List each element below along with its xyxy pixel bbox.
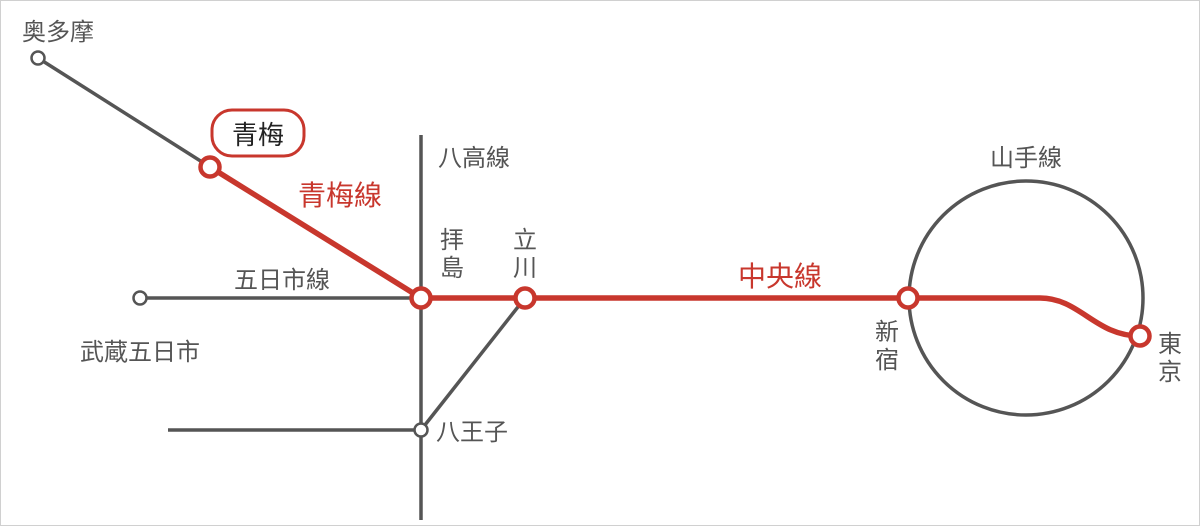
tachikawa-hachioji-branch	[419, 296, 527, 432]
hachiko-line-label: 八高線	[438, 144, 510, 172]
ome-line-upper-segment	[37, 56, 211, 169]
haijima-station-marker[interactable]	[409, 286, 433, 310]
haijima-station-label-bottom: 島	[440, 254, 464, 282]
musashi-itsukaichi-station-label: 武蔵五日市	[80, 338, 200, 366]
chuo-line-label: 中央線	[738, 260, 822, 293]
ome-line-label: 青梅線	[298, 179, 382, 212]
shinjuku-station-label-bottom: 宿	[875, 346, 899, 374]
yamanote-line-label: 山手線	[990, 144, 1062, 172]
itsukaichi-line-label: 五日市線	[234, 266, 330, 294]
shinjuku-station-label-top: 新	[875, 318, 899, 346]
hachioji-station-label: 八王子	[436, 418, 508, 446]
shinjuku-station-marker[interactable]	[896, 286, 920, 310]
musashi-itsukaichi-station-marker[interactable]	[132, 290, 148, 306]
hachioji-station-marker[interactable]	[413, 422, 429, 438]
tokyo-station-label-bottom: 京	[1158, 358, 1182, 386]
tokyo-station-marker[interactable]	[1128, 324, 1152, 348]
ome-line-highlight	[208, 164, 423, 301]
ome-station-label: 青梅	[232, 121, 284, 151]
tachikawa-station-marker[interactable]	[513, 286, 537, 310]
okutama-station-marker[interactable]	[30, 50, 46, 66]
haijima-station-label-top: 拝	[440, 226, 464, 254]
tachikawa-station-label-top: 立	[513, 226, 537, 254]
tachikawa-station-label-bottom: 川	[513, 254, 537, 282]
okutama-station-label: 奥多摩	[22, 18, 94, 46]
chuo-line-to-tokyo	[908, 295, 1141, 339]
tokyo-station-label-top: 東	[1158, 330, 1182, 358]
ome-station-marker[interactable]	[198, 155, 222, 179]
ome-callout-box	[210, 108, 306, 158]
